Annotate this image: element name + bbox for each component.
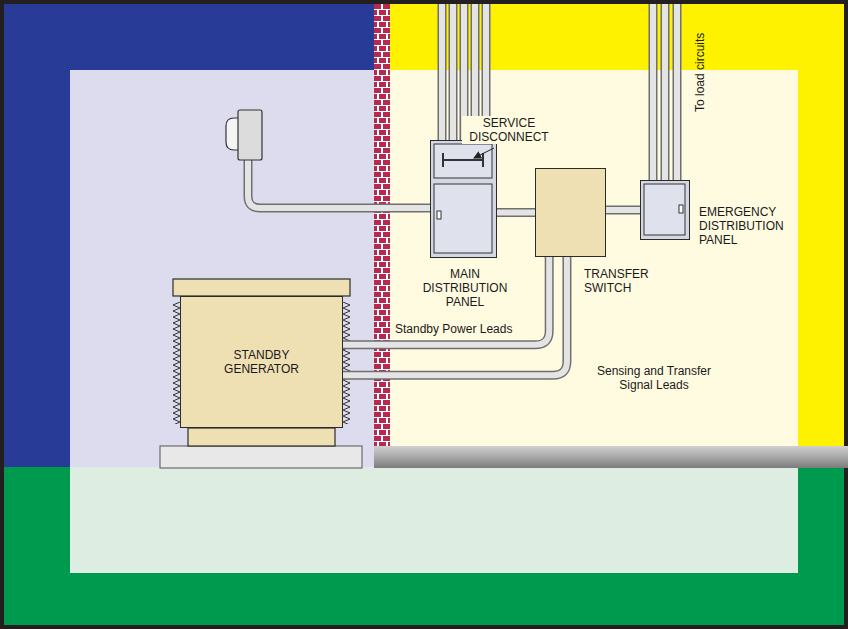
node-label: TRANSFER SWITCH xyxy=(584,267,666,295)
load-conduits xyxy=(653,4,677,181)
distribution-panel: MAIN DISTRIBUTION PANEL xyxy=(430,140,497,258)
node-label: STANDBY GENERATOR xyxy=(202,348,322,376)
floor-slab xyxy=(374,446,848,468)
panel-detail xyxy=(431,141,495,256)
conduit xyxy=(343,257,567,375)
utility-meter xyxy=(226,110,431,208)
panel-detail xyxy=(641,181,688,238)
distribution-panel: EMERGENCY DISTRIBUTION PANEL xyxy=(640,180,690,240)
note-label: To load circuits xyxy=(693,0,707,112)
generator-housing xyxy=(160,279,362,468)
transfer-switch: TRANSFER SWITCH xyxy=(535,168,606,257)
edge-label: Sensing and Transfer Signal Leads xyxy=(580,364,728,392)
edge-label: Standby Power Leads xyxy=(395,322,535,336)
conduit xyxy=(606,210,640,211)
node-label: MAIN DISTRIBUTION PANEL xyxy=(415,267,515,309)
conduit xyxy=(497,212,535,213)
generator: STANDBY GENERATOR xyxy=(180,296,343,428)
callout-label: SERVICE DISCONNECT xyxy=(462,116,556,144)
leader-line xyxy=(474,148,494,158)
node-label: EMERGENCY DISTRIBUTION PANEL xyxy=(699,205,799,247)
conduit xyxy=(343,257,549,345)
